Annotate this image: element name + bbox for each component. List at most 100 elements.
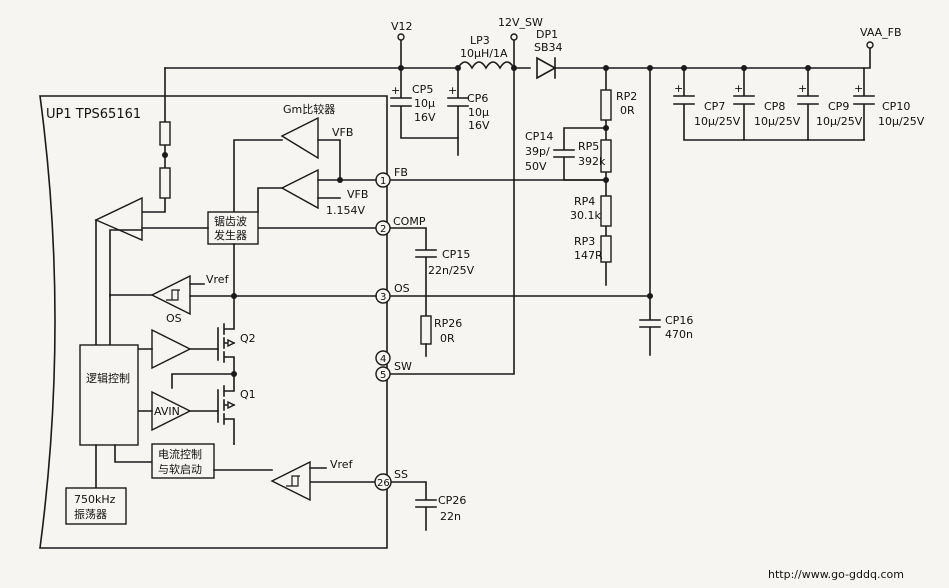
pin-1-name: FB bbox=[394, 166, 408, 179]
svg-text:+: + bbox=[448, 84, 457, 97]
vfbval-label: 1.154V bbox=[326, 204, 365, 217]
wire bbox=[257, 179, 377, 213]
cp15-ref: CP15 bbox=[442, 248, 470, 261]
wire-comp bbox=[257, 227, 437, 317]
wire bbox=[137, 373, 235, 412]
resistor-rp4 bbox=[600, 195, 612, 227]
junction bbox=[647, 293, 653, 299]
svg-text:10μ/25V: 10μ/25V bbox=[754, 115, 801, 128]
svg-text:10μ/25V: 10μ/25V bbox=[878, 115, 925, 128]
resistor-rp26 bbox=[420, 315, 432, 345]
pin-2-name: COMP bbox=[393, 215, 426, 228]
cap-cp14-wire bbox=[553, 127, 607, 181]
pin-5-name: SW bbox=[394, 360, 412, 373]
net-v12: V12 bbox=[391, 20, 413, 33]
cap-cp7: + CP7 10μ/25V bbox=[673, 67, 865, 141]
resistor-rp3 bbox=[600, 235, 612, 263]
inductor-value: 10μH/1A bbox=[460, 47, 508, 60]
internal-resistor-2 bbox=[159, 167, 171, 199]
cp16-ref: CP16 bbox=[665, 314, 693, 327]
svg-text:16V: 16V bbox=[414, 111, 436, 124]
diode-part: SB34 bbox=[534, 41, 563, 54]
rp26-ref: RP26 bbox=[434, 317, 462, 330]
pin-26-num: 26 bbox=[377, 478, 390, 489]
12vsw-terminal bbox=[510, 33, 518, 41]
pin-4-num: 4 bbox=[380, 354, 386, 365]
inductor-ref: LP3 bbox=[470, 34, 490, 47]
wire-output-rail bbox=[554, 47, 871, 69]
pin-26-name: SS bbox=[394, 468, 408, 481]
left-comparator bbox=[94, 196, 143, 242]
cp26-value: 22n bbox=[440, 510, 461, 523]
rp3-ref: RP3 bbox=[574, 235, 595, 248]
vref2-label: Vref bbox=[330, 458, 354, 471]
vaa-terminal bbox=[866, 41, 874, 49]
wire bbox=[141, 227, 235, 297]
svg-text:+: + bbox=[391, 84, 400, 97]
mosfet-q1: Q1 bbox=[217, 373, 256, 445]
vfb2-label: VFB bbox=[347, 188, 368, 201]
cp14-v1: 39p/ bbox=[525, 145, 550, 158]
cap-cp10: + CP10 10μ/25V bbox=[853, 67, 925, 141]
junction bbox=[162, 152, 168, 158]
rp2-value: 0R bbox=[620, 104, 635, 117]
saw1: 锯齿波 bbox=[214, 214, 247, 228]
rp26-value: 0R bbox=[440, 332, 455, 345]
os-comparator bbox=[151, 328, 192, 370]
resistor-rp5 bbox=[600, 139, 612, 173]
vref1-label: Vref bbox=[206, 273, 230, 286]
internal-resistor-1 bbox=[159, 121, 171, 146]
avin-label: AVIN bbox=[154, 405, 180, 418]
svg-text:CP9: CP9 bbox=[828, 100, 849, 113]
cap-cp9: + CP9 10μ/25V bbox=[797, 67, 863, 141]
wire bbox=[95, 444, 153, 489]
cp14-v2: 50V bbox=[525, 160, 547, 173]
wire bbox=[109, 229, 143, 297]
svg-text:+: + bbox=[674, 82, 683, 95]
pin-5 bbox=[375, 366, 391, 382]
rp5-ref: RP5 bbox=[578, 140, 599, 153]
osc2-label: 振荡器 bbox=[74, 507, 107, 521]
pin-1-num: 1 bbox=[380, 176, 386, 187]
svg-text:16V: 16V bbox=[468, 119, 490, 132]
net-12vsw: 12V_SW bbox=[498, 16, 543, 29]
pin-5-num: 5 bbox=[380, 370, 386, 381]
chip-name: UP1 TPS65161 bbox=[46, 107, 141, 122]
pin-2-num: 2 bbox=[380, 224, 386, 235]
current-control-block bbox=[151, 443, 215, 479]
sawtooth-generator bbox=[207, 211, 259, 245]
svg-text:CP7: CP7 bbox=[704, 100, 725, 113]
pin-26 bbox=[374, 473, 392, 491]
cur2-label: 与软启动 bbox=[158, 462, 202, 476]
saw2: 发生器 bbox=[214, 228, 247, 242]
logic-label: 逻辑控制 bbox=[86, 371, 130, 385]
cap-cp6: + CP6 10μ 16V bbox=[447, 67, 490, 156]
gm-comparator bbox=[280, 116, 319, 160]
mosfet-q2: Q2 bbox=[217, 295, 256, 375]
svg-text:CP5: CP5 bbox=[412, 83, 433, 96]
schmitt-trigger-2 bbox=[270, 460, 311, 502]
diode-dp1 bbox=[536, 56, 557, 80]
rp4-value: 30.1k bbox=[570, 209, 601, 222]
watermark: http://www.go-gddq.com bbox=[768, 568, 904, 581]
chip-outline bbox=[39, 95, 388, 549]
svg-text:10μ/25V: 10μ/25V bbox=[816, 115, 863, 128]
v12-terminal bbox=[397, 33, 405, 41]
cp16-value: 470n bbox=[665, 328, 693, 341]
svg-text:+: + bbox=[734, 82, 743, 95]
schmitt-trigger-1 bbox=[150, 274, 191, 316]
vfb-label: VFB bbox=[332, 126, 353, 139]
wire-cp16 bbox=[639, 67, 661, 356]
cap-cp5: + CP5 10μ 16V bbox=[390, 67, 459, 139]
wire bbox=[213, 443, 273, 471]
svg-text:10μ/25V: 10μ/25V bbox=[694, 115, 741, 128]
hysteresis-icon bbox=[166, 289, 180, 301]
os-label: OS bbox=[166, 312, 182, 325]
rp5-value: 392k bbox=[578, 155, 606, 168]
wire-sw bbox=[386, 67, 515, 375]
wire-ss bbox=[309, 481, 437, 531]
pin-4 bbox=[375, 350, 391, 366]
svg-text:Q1: Q1 bbox=[240, 388, 256, 401]
